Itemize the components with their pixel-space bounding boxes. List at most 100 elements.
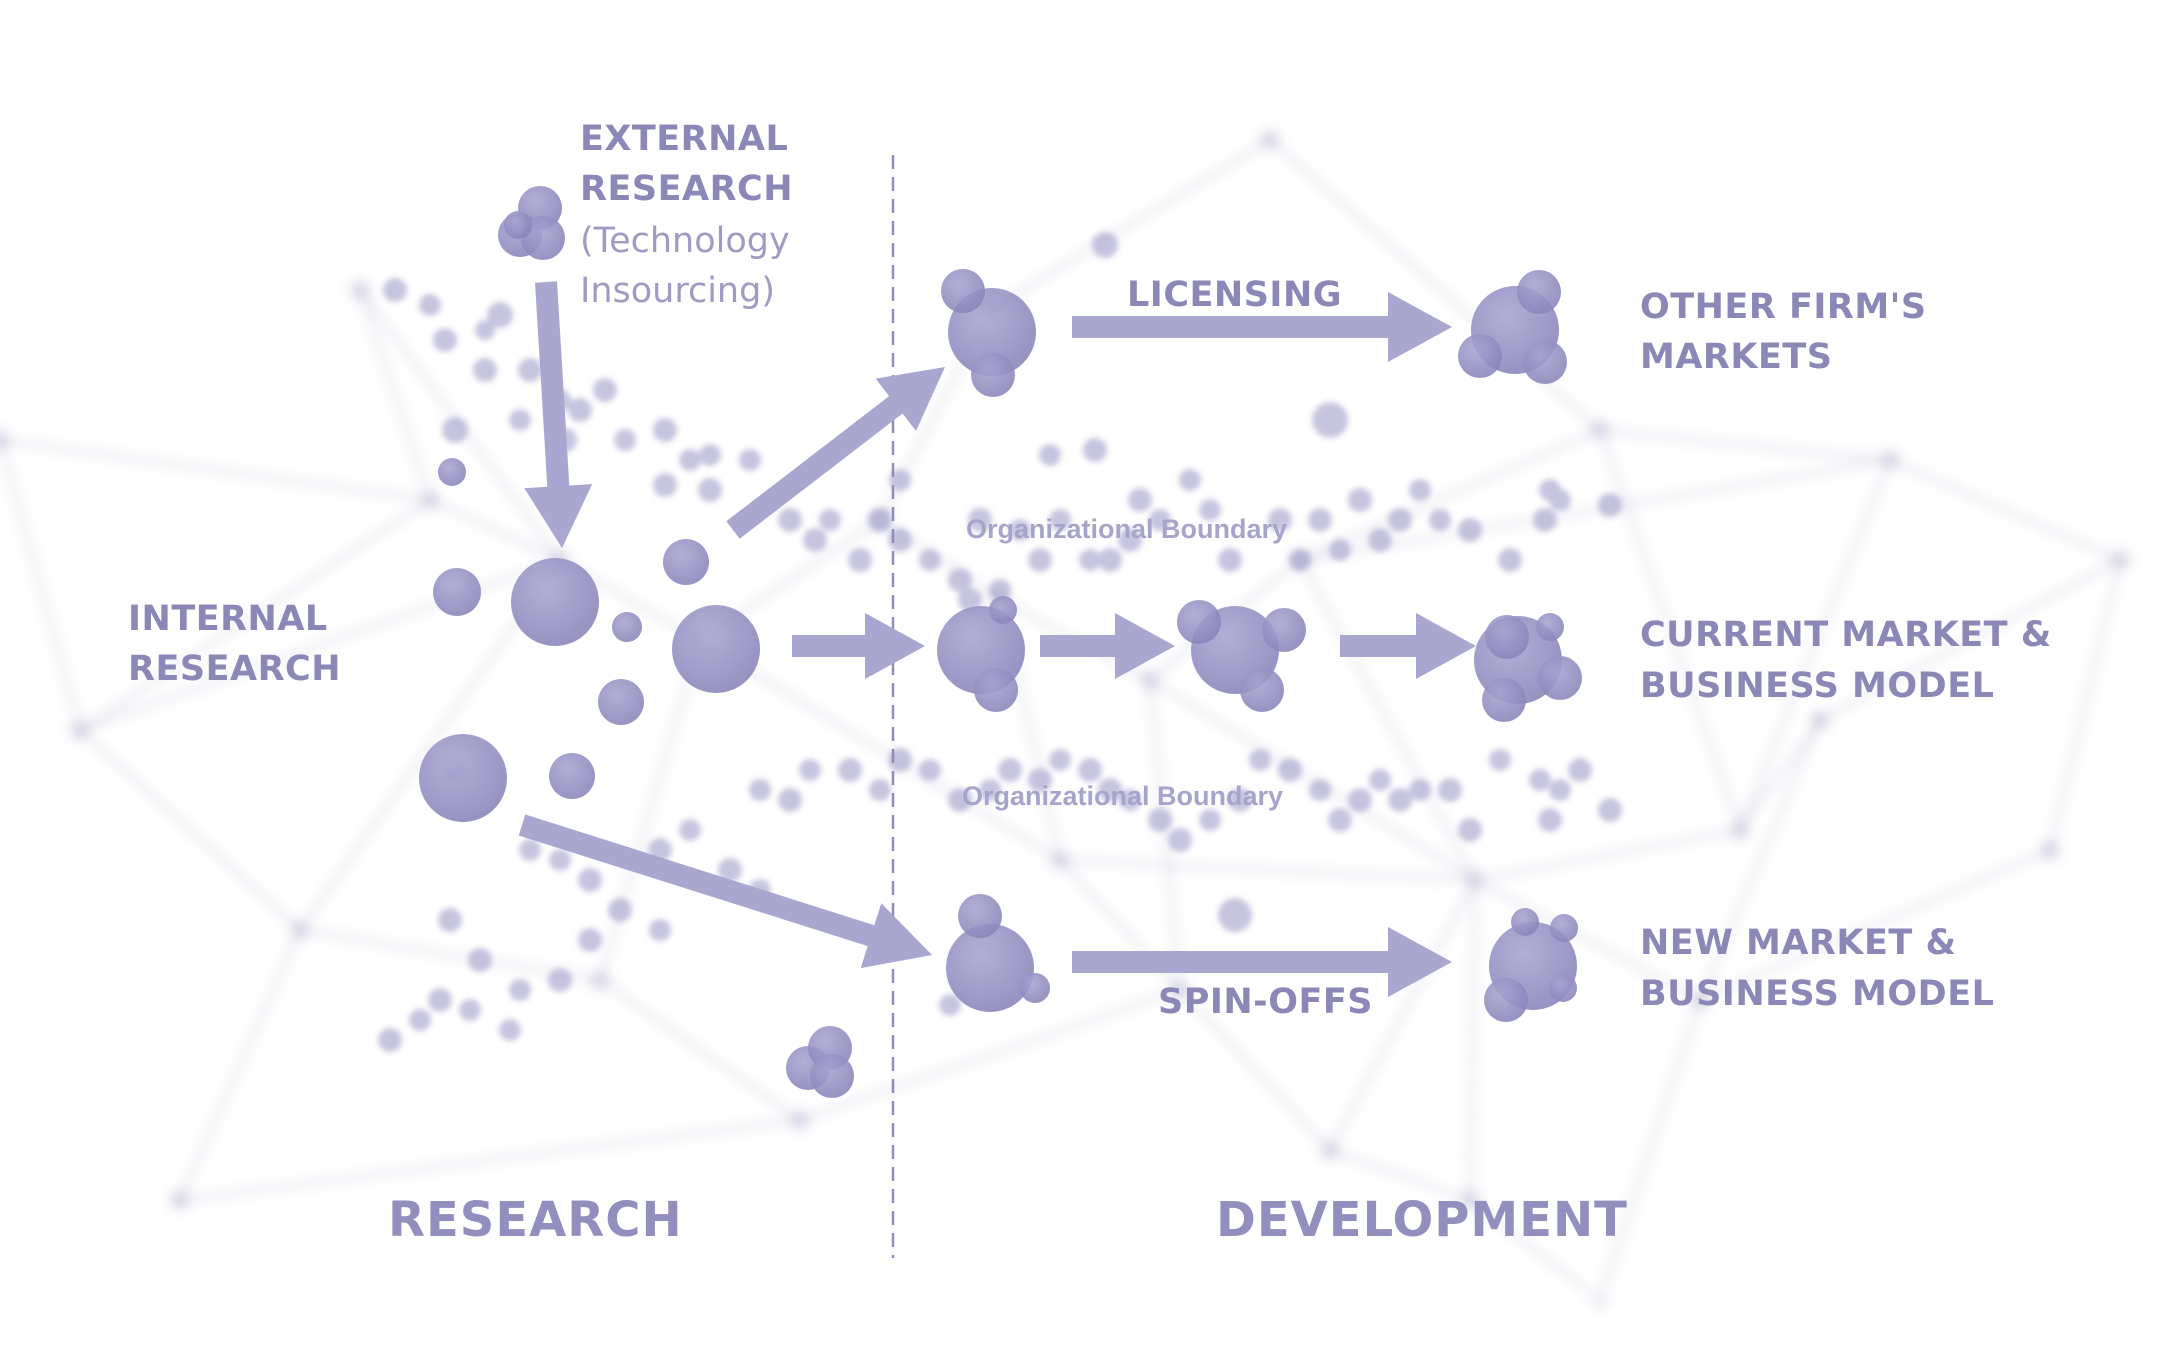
background-dot <box>1538 808 1562 832</box>
licensing-label: LICENSING <box>1127 275 1342 315</box>
network-edge <box>989 138 1271 312</box>
background-dot <box>1049 509 1071 531</box>
network-edge <box>1474 878 1701 1002</box>
internal-research-label-line2: RESEARCH <box>128 649 341 689</box>
background-dot <box>1308 508 1332 532</box>
external-research-label-line1: EXTERNAL <box>580 119 788 159</box>
arrow-development-step <box>1040 613 1175 679</box>
network-edge <box>1469 1198 1601 1302</box>
background-dot <box>1549 779 1571 801</box>
network-edge <box>79 558 561 732</box>
network-edge <box>0 438 431 502</box>
background-dot <box>749 779 771 801</box>
other-firms-markets-label-line2: MARKETS <box>1640 337 1832 377</box>
background-dot <box>383 278 407 302</box>
licensing-origin-node <box>971 353 1015 397</box>
background-dot <box>1598 493 1622 517</box>
background-dot <box>1028 548 1052 572</box>
research-node <box>598 679 644 725</box>
research-node <box>433 568 481 616</box>
background-dot <box>378 1028 402 1052</box>
background-dot <box>1092 232 1118 258</box>
network-node <box>1466 871 1484 889</box>
network-edge <box>179 1118 801 1202</box>
external-research-node <box>521 216 565 260</box>
new-market-node <box>1550 914 1578 942</box>
network-node <box>351 281 369 299</box>
network-edge <box>599 978 801 1122</box>
background-dot <box>1312 402 1348 438</box>
background-dot <box>468 948 492 972</box>
background-dot <box>1148 808 1172 832</box>
background-dot <box>459 999 481 1021</box>
background-dot <box>499 1019 521 1041</box>
background-dot <box>1268 508 1292 532</box>
flow-nodes <box>419 186 1582 1098</box>
background-dot <box>578 928 602 952</box>
background-dot <box>998 758 1022 782</box>
research-node <box>511 558 599 646</box>
background-dot <box>819 509 841 531</box>
development-phase-label: DEVELOPMENT <box>1216 1192 1628 1248</box>
background-dot <box>548 968 572 992</box>
network-edge <box>1149 678 1476 882</box>
network-edge <box>1299 428 1601 562</box>
network-edge <box>1819 558 2121 722</box>
background-dot <box>1498 548 1522 572</box>
network-node <box>71 721 89 739</box>
current-market-node <box>1485 615 1529 659</box>
new-market-node <box>1549 974 1577 1002</box>
background-dot <box>518 358 542 382</box>
background-dot <box>1028 768 1052 792</box>
background-dot <box>473 358 497 382</box>
current-market-label-line2: BUSINESS MODEL <box>1640 666 1994 706</box>
background-dot <box>1179 469 1201 491</box>
network-node <box>1881 451 1899 469</box>
background-dot <box>475 320 495 340</box>
boundary-node <box>974 668 1018 712</box>
new-market-label-line1: NEW MARKET & <box>1640 923 1956 963</box>
network-edge <box>1178 988 1332 1152</box>
network-edge <box>799 988 1181 1122</box>
network-node <box>1051 851 1069 869</box>
background-dot <box>888 528 912 552</box>
network-node <box>1591 421 1609 439</box>
background-dot <box>653 473 677 497</box>
background-dot <box>409 1009 431 1031</box>
other-firms-markets-label-line1: OTHER FIRM'S <box>1640 287 1927 327</box>
external-to-internal-arrow <box>524 281 593 548</box>
research-node <box>549 753 595 799</box>
background-dot <box>1118 528 1142 552</box>
background-dot <box>1489 749 1511 771</box>
background-dot <box>778 508 802 532</box>
licensing-origin-node <box>941 269 985 313</box>
new-market-label-line2: BUSINESS MODEL <box>1640 974 1994 1014</box>
background-dot <box>1549 489 1571 511</box>
network-node <box>2041 841 2059 859</box>
network-edge <box>1059 858 1476 882</box>
background-dot <box>1278 758 1302 782</box>
new-market-node <box>1511 908 1539 936</box>
background-dot <box>1289 549 1311 571</box>
network-edge <box>1329 1148 1471 1202</box>
network-edge <box>1298 559 1477 881</box>
background-dot <box>1458 518 1482 542</box>
network-edge <box>299 928 601 982</box>
network-node <box>2111 551 2129 569</box>
background-dot <box>549 849 571 871</box>
background-dot <box>1328 808 1352 832</box>
organizational-boundary-label-bottom: Organizational Boundary <box>962 781 1283 811</box>
background-dot <box>1098 548 1122 572</box>
flow-arrows <box>518 281 1476 997</box>
boundary-node <box>989 596 1017 624</box>
technology-insourcing-label-line2: Insourcing) <box>580 271 775 311</box>
background-dot <box>889 469 911 491</box>
background-dot <box>419 294 441 316</box>
background-dot <box>869 779 891 801</box>
research-node <box>612 612 642 642</box>
other-firms-markets-node <box>1523 340 1567 384</box>
external-research-label-line2: RESEARCH <box>580 169 793 209</box>
background-dot <box>1388 508 1412 532</box>
spin-off-origin-node <box>958 894 1002 938</box>
